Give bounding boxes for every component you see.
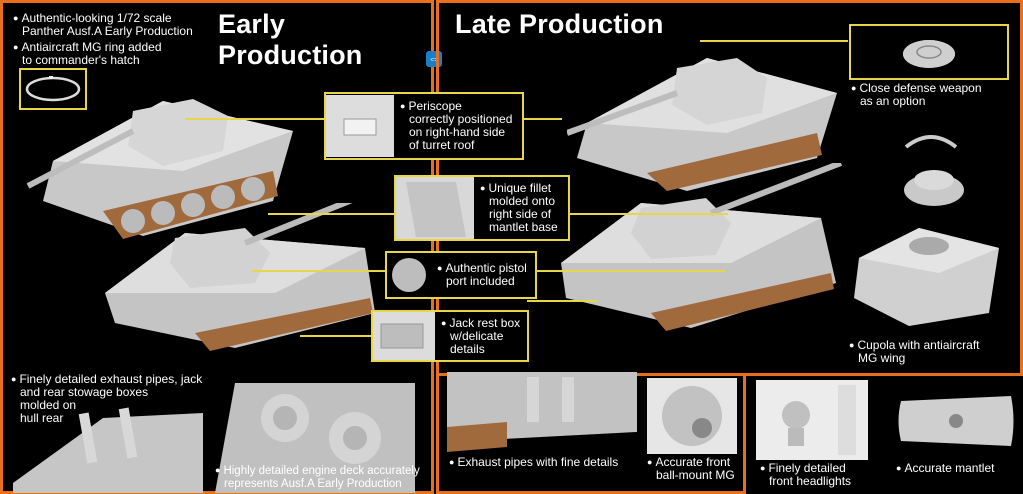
early-production-title: Early Production <box>218 9 363 70</box>
headlights-photo <box>756 380 868 460</box>
bullet-icon: ● <box>13 13 19 23</box>
cupola-image <box>904 170 964 206</box>
bullet-icon: ● <box>760 463 766 473</box>
exhaust-detail-image <box>13 407 203 493</box>
bullet-icon: ● <box>441 317 447 328</box>
aa-mg-wing-image <box>904 135 958 149</box>
pistol-leader-line <box>252 270 386 272</box>
jack-leader-line <box>300 335 372 337</box>
bullet-icon: ● <box>480 183 486 193</box>
bullet-icon: ● <box>647 457 653 467</box>
note-ball-mount: ●Accurate front ball-mount MG <box>647 455 735 482</box>
turret-image <box>854 228 999 326</box>
close-defense-leader-line <box>700 40 848 42</box>
late-exhaust-image <box>447 372 637 452</box>
jack-leader-line-right <box>527 300 597 302</box>
mantlet-image <box>898 396 1014 446</box>
pistol-port-image <box>392 258 426 292</box>
periscope-callout: ●Periscope correctly positioned on right… <box>324 92 524 160</box>
mg-ring-callout <box>19 68 87 110</box>
bullet-icon: ● <box>400 101 406 111</box>
bullet-icon: ● <box>449 457 455 467</box>
jack-rest-box-callout: ●Jack rest box w/delicate details <box>371 310 529 362</box>
bullet-icon: ● <box>11 374 17 384</box>
pistol-leader-line-right <box>535 270 725 272</box>
early-tank-image <box>26 99 293 239</box>
note-exhaust: ●Finely detailed exhaust pipes, jack and… <box>11 372 203 425</box>
close-defense-callout: ⇔ <box>849 24 1009 80</box>
late-detail-panel: ●Exhaust pipes with fine details ●Accura… <box>436 372 746 494</box>
ball-mount-mg-image <box>647 378 737 454</box>
fillet-leader-line <box>268 213 394 215</box>
note-cupola: ●Cupola with antiaircraft MG wing <box>849 338 980 365</box>
note-authentic-scale: ●Authentic-looking 1/72 scale Panther Au… <box>13 11 193 38</box>
note-mantlet: ●Accurate mantlet <box>896 461 995 475</box>
periscope-leader-line <box>185 118 325 120</box>
late-tank-image <box>567 58 837 191</box>
headlight-image <box>782 385 856 455</box>
note-headlights: ●Finely detailed front headlights <box>760 461 852 488</box>
bullet-icon: ● <box>849 340 855 350</box>
jack-rest-box-image <box>373 312 435 360</box>
bullet-icon: ● <box>851 83 857 93</box>
note-late-exhaust: ●Exhaust pipes with fine details <box>449 455 619 469</box>
early-production-panel: Early Production ●Authentic-looking 1/72… <box>0 0 434 494</box>
late-production-panel: Late Production ⇔ ●Close defense weapon … <box>436 0 1023 376</box>
periscope-leader-line-right <box>522 118 562 120</box>
engine-deck-image <box>215 383 415 493</box>
late-tank-rear-image <box>561 163 843 331</box>
fillet-callout: ●Unique fillet molded onto right side of… <box>394 175 570 241</box>
fillet-leader-line-right <box>568 213 728 215</box>
late-production-title: Late Production <box>455 9 664 39</box>
note-mg-ring: ●Antiaircraft MG ring added to commander… <box>13 40 162 67</box>
fillet-image <box>396 177 474 239</box>
front-detail-panel: ●Finely detailed front headlights ●Accur… <box>746 376 1023 494</box>
bullet-icon: ● <box>13 42 19 52</box>
bullet-icon: ● <box>215 465 221 475</box>
bullet-icon: ● <box>896 463 902 473</box>
mg-ring-image <box>25 76 81 102</box>
note-engine-deck: ●Highly detailed engine deck accurately … <box>215 465 420 490</box>
close-defense-weapon-icon <box>903 40 955 68</box>
note-close-defense: ●Close defense weapon as an option <box>851 81 982 108</box>
bullet-icon: ● <box>437 263 443 273</box>
pistol-port-callout: ●Authentic pistol port included <box>385 251 537 299</box>
early-tank-rear-image <box>105 203 375 351</box>
periscope-image <box>326 95 394 157</box>
